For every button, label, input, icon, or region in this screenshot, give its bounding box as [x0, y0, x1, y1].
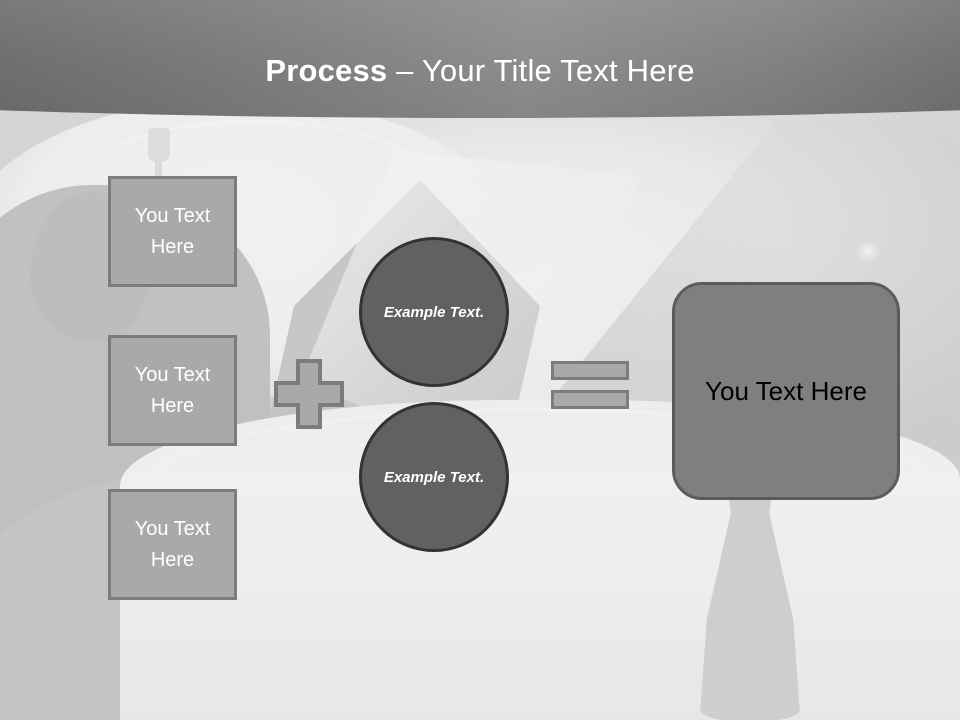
circle-item-2[interactable]: Example Text. — [359, 402, 509, 552]
input-box-3-label: You Text Here — [134, 517, 211, 571]
slide-header-band — [0, 0, 960, 118]
page-title-rest: – Your Title Text Here — [387, 53, 695, 88]
input-box-1[interactable]: You Text Here — [108, 176, 237, 287]
input-box-2[interactable]: You Text Here — [108, 335, 237, 446]
circle-item-2-label: Example Text. — [383, 468, 485, 486]
input-box-2-label: You Text Here — [134, 363, 211, 417]
equals-bar-bottom — [551, 390, 629, 409]
result-box[interactable]: You Text Here — [672, 282, 900, 500]
input-box-3[interactable]: You Text Here — [108, 489, 237, 600]
header-sheen — [0, 0, 960, 118]
plus-icon — [273, 358, 345, 430]
page-title-strong: Process — [265, 53, 388, 88]
page-title: Process – Your Title Text Here — [0, 52, 960, 90]
circle-item-1[interactable]: Example Text. — [359, 237, 509, 387]
equals-icon — [551, 361, 629, 409]
equals-bar-top — [551, 361, 629, 380]
background-highlight-speck — [855, 240, 881, 262]
background-surface-rim — [150, 408, 930, 558]
result-box-label: You Text Here — [705, 376, 867, 406]
circle-item-1-label: Example Text. — [383, 303, 485, 321]
input-box-1-label: You Text Here — [134, 204, 211, 258]
